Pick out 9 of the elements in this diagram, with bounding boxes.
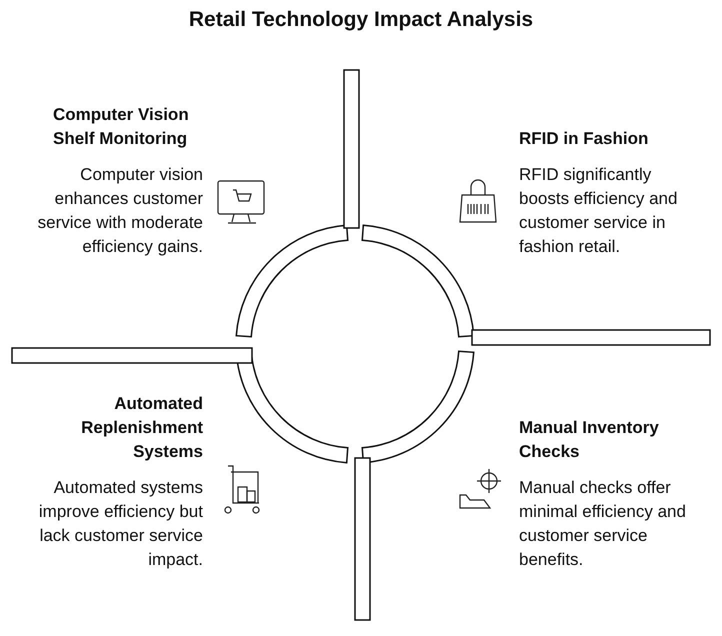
description: Manual checks offer minimal efficiency and customer service benefits. [519,477,687,571]
heading: RFID in Fashion [519,128,650,150]
heading: Automated Replenishment Systems [80,393,203,463]
title: Retail Technology Impact Analysis [188,8,534,32]
heading: Computer Vision Shelf Monitoring [53,104,190,150]
description: Computer vision enhances customer service with moderate efficiency gains. [36,164,203,258]
description: Automated systems improve efficiency but lack customer service impact. [38,477,203,571]
heading: Manual Inventory Checks [519,417,660,463]
description: RFID significantly boosts efficiency and customer service in fashion retail. [519,164,678,258]
